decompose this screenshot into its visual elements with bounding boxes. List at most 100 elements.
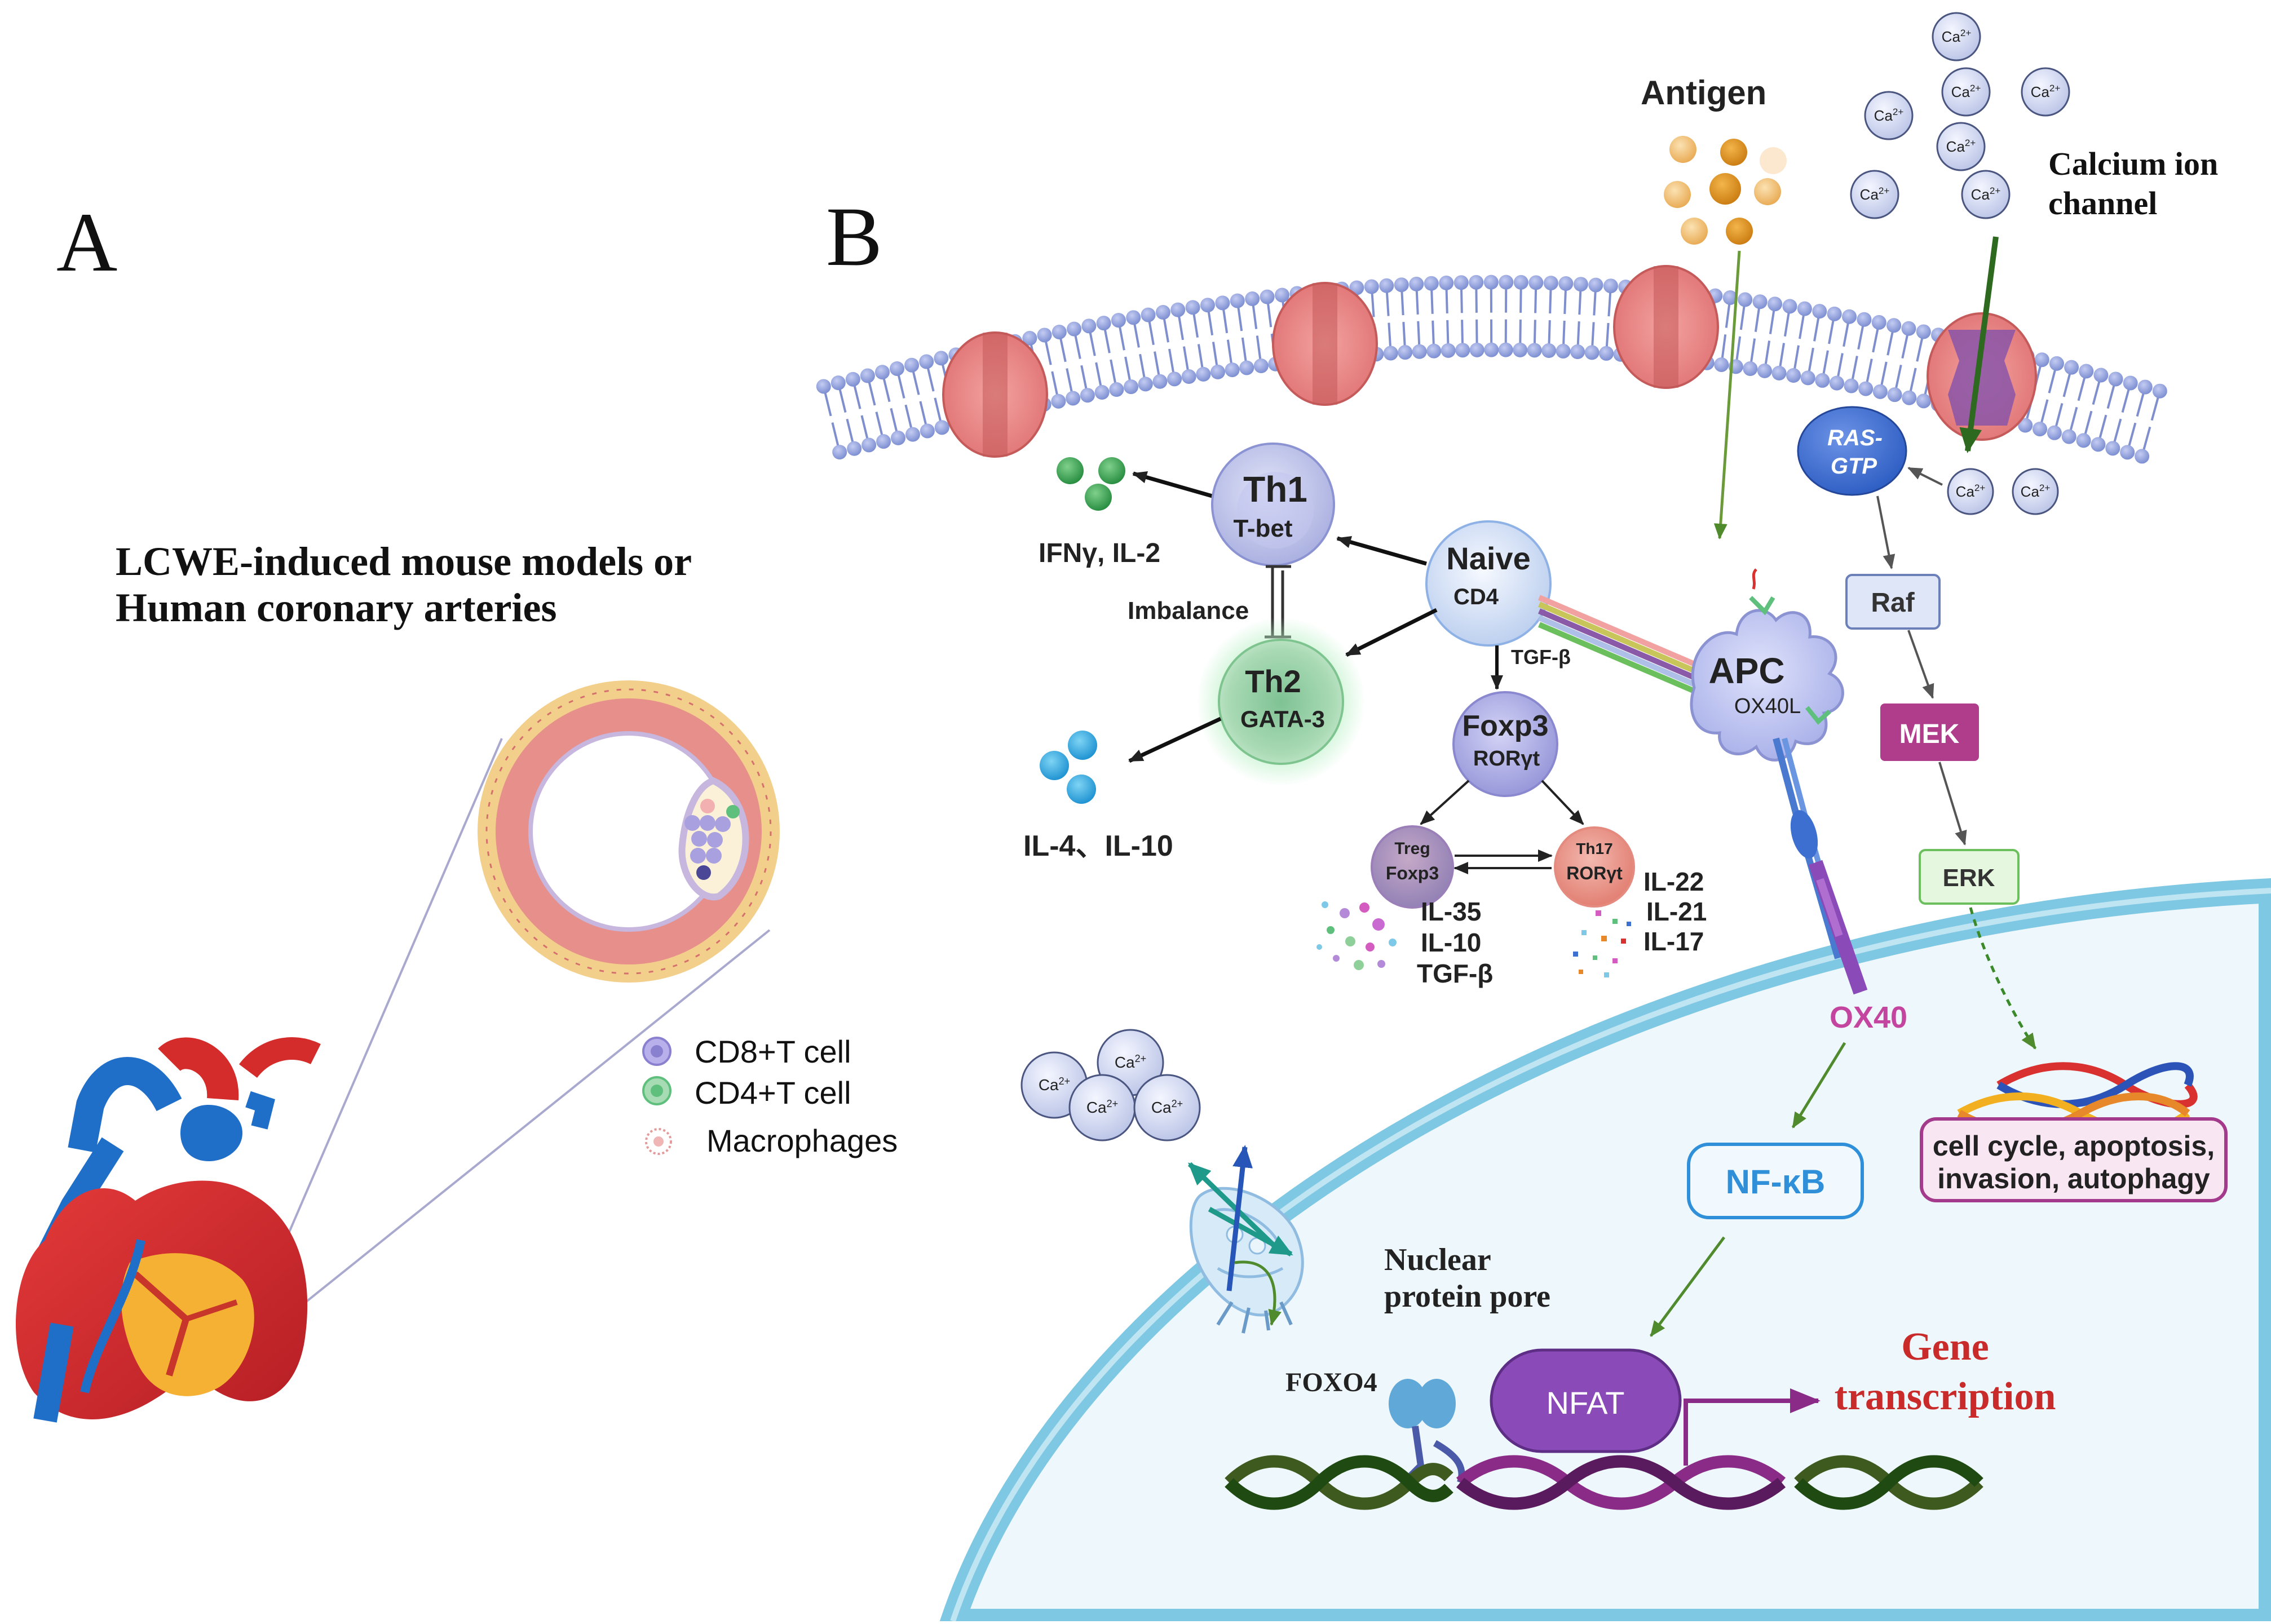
calcium-channel-label-line2: channel xyxy=(2048,185,2157,222)
ca-ion: Ca2+ xyxy=(1851,171,1898,218)
calcium-channel-label-line1: Calcium ion xyxy=(2048,145,2218,182)
lipid-head xyxy=(1916,324,1931,339)
svg-text:Foxp3: Foxp3 xyxy=(1386,863,1439,883)
lipid-tail xyxy=(1163,312,1174,379)
lipid-head xyxy=(1239,360,1254,375)
mek-to-erk-arrow xyxy=(1939,762,1965,844)
svg-text:GTP: GTP xyxy=(1831,454,1877,479)
th17-cell: Th17 RORγt xyxy=(1555,828,1634,906)
lipid-head xyxy=(1067,322,1081,337)
lipid-head xyxy=(904,358,919,373)
macrophage-icon xyxy=(646,1129,671,1154)
lipid-tail xyxy=(1416,284,1419,352)
lipid-tail xyxy=(1178,310,1188,377)
lipid-head xyxy=(1585,345,1600,360)
antigen-label: Antigen xyxy=(1641,74,1766,112)
lipid-head xyxy=(919,355,934,369)
ifn-label: IFNγ, IL-2 xyxy=(1039,538,1160,568)
lipid-tail xyxy=(1148,315,1160,382)
lipid-tail xyxy=(1606,286,1611,353)
membrane-channel-3 xyxy=(1614,266,1718,388)
lipid-head xyxy=(1215,295,1230,310)
lipid-head xyxy=(1827,307,1842,321)
panel-a: A LCWE-induced mouse models or Human cor… xyxy=(16,196,898,1421)
lipid-tail xyxy=(2054,368,2071,433)
lipid-tail xyxy=(1119,320,1131,387)
lipid-tail xyxy=(2040,364,2057,429)
lipid-head xyxy=(1753,294,1768,309)
lipid-tail xyxy=(1431,284,1434,351)
heart-illustration xyxy=(16,1048,316,1421)
lipid-head xyxy=(1141,308,1156,322)
lipid-head xyxy=(1844,379,1859,393)
lipid-tail xyxy=(1822,314,1834,380)
svg-text:OX40L: OX40L xyxy=(1734,694,1801,718)
lipid-tail xyxy=(1461,282,1463,350)
lipid-head xyxy=(1409,277,1424,291)
lipid-head xyxy=(1124,379,1138,394)
lipid-tail xyxy=(1852,320,1864,386)
lipid-head xyxy=(1109,382,1124,397)
lipid-head xyxy=(1097,316,1111,330)
lipid-head xyxy=(1714,357,1729,372)
lipid-head xyxy=(891,431,905,445)
lipid-head xyxy=(1768,297,1782,311)
lipid-head xyxy=(1513,343,1527,357)
lipid-tail xyxy=(2098,379,2115,444)
lipid-head xyxy=(861,437,876,452)
lipid-tail xyxy=(1402,285,1405,352)
svg-text:T-bet: T-bet xyxy=(1233,515,1292,542)
membrane-channel-1 xyxy=(943,333,1047,457)
lipid-tail xyxy=(1133,317,1146,384)
lipid-head xyxy=(832,445,847,459)
svg-text:ERK: ERK xyxy=(1943,864,1995,892)
lipid-head xyxy=(2033,422,2047,436)
foxp3-to-th17-arrow xyxy=(1542,781,1583,824)
lipid-head xyxy=(1812,304,1827,318)
lipid-head xyxy=(1556,344,1571,359)
svg-text:RAS-: RAS- xyxy=(1827,426,1883,450)
pore-label-line1: Nuclear xyxy=(1384,1242,1491,1277)
lipid-tail xyxy=(1386,286,1390,353)
lipid-head xyxy=(1394,277,1409,292)
legend-label-cd4: CD4+T cell xyxy=(695,1075,851,1110)
lipid-head xyxy=(1872,315,1886,330)
treg-cytokine-particles xyxy=(1316,901,1397,970)
svg-text:cell cycle, apoptosis,: cell cycle, apoptosis, xyxy=(1933,1130,2215,1162)
th2-cell: Th2 GATA-3 xyxy=(1196,617,1366,786)
lipid-head xyxy=(2093,368,2108,382)
nfat-node: NFAT xyxy=(1491,1350,1680,1452)
lipid-head xyxy=(1484,275,1499,290)
naive-to-th2-arrow xyxy=(1346,610,1437,655)
zoom-line-lower xyxy=(242,930,770,1353)
ox40-label: OX40 xyxy=(1830,1001,1907,1034)
lipid-tail xyxy=(882,372,898,438)
lipid-tail xyxy=(1837,317,1849,383)
th17-cytokine-il22: IL-22 xyxy=(1643,867,1704,896)
legend-label-macrophages: Macrophages xyxy=(706,1123,898,1158)
lipid-tail xyxy=(1520,282,1521,350)
lipid-head xyxy=(1412,344,1427,359)
raf-to-mek-arrow xyxy=(1908,630,1933,698)
lipid-head xyxy=(920,423,935,438)
lipid-head xyxy=(1916,393,1931,408)
lipid-head xyxy=(2138,380,2153,395)
lipid-head xyxy=(2064,360,2079,375)
lipid-head xyxy=(1156,305,1170,320)
ca-to-ras-arrow xyxy=(1908,468,1942,485)
gene-label-line1: Gene xyxy=(1901,1325,1989,1369)
lipid-tail xyxy=(2069,371,2087,437)
th17-cytokine-particles xyxy=(1573,910,1631,977)
lipid-tail xyxy=(2084,375,2101,440)
lipid-head xyxy=(1095,385,1110,400)
lipid-head xyxy=(846,372,860,387)
lipid-head xyxy=(831,375,846,390)
lipid-head xyxy=(1260,290,1275,304)
ca-ion: Ca2+ xyxy=(2022,68,2069,116)
lipid-tail xyxy=(1222,303,1232,370)
lipid-head xyxy=(1138,377,1153,391)
lipid-head xyxy=(1426,344,1441,359)
tcr-mhc-ribbons xyxy=(1539,598,1697,692)
foxo4-label: FOXO4 xyxy=(1285,1368,1377,1397)
foxp3-rorgt-cell: Foxp3 RORγt xyxy=(1453,692,1557,796)
